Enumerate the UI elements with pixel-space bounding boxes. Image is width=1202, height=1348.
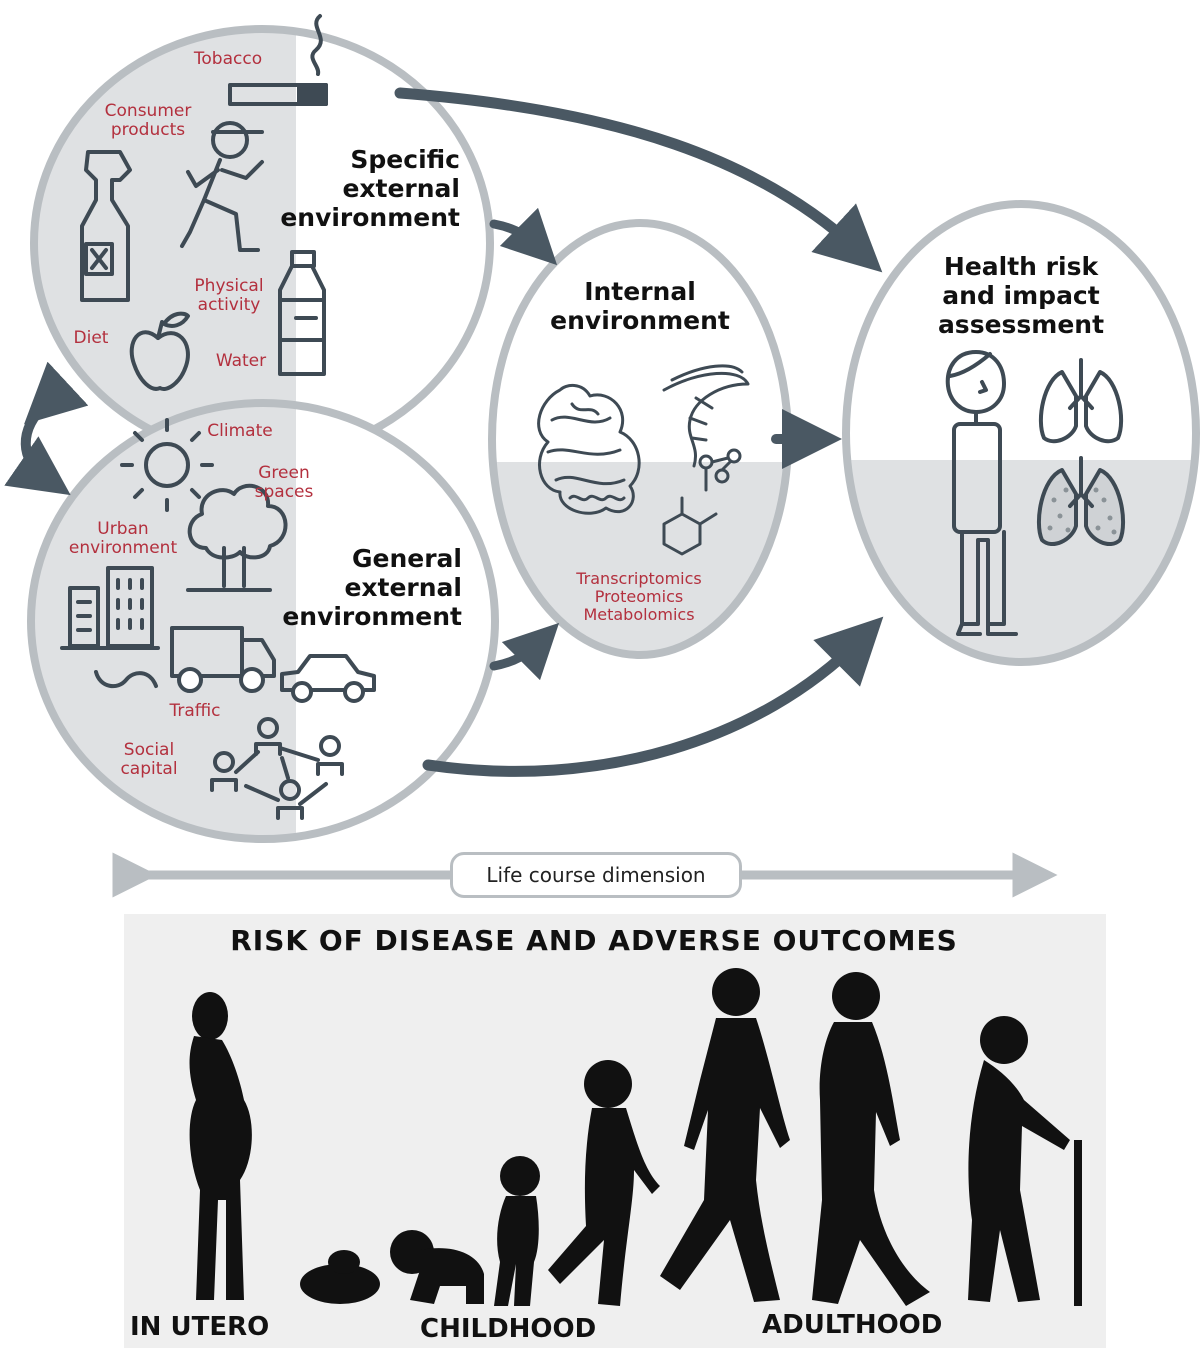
title-general-environment: General external environment (282, 544, 462, 631)
pregnant-woman-silhouette (189, 992, 252, 1300)
crawling-baby-silhouette (390, 1230, 484, 1304)
diseased-lungs-icon (1037, 456, 1125, 546)
label-physical-activity: Physical activity (194, 276, 264, 315)
runner-icon (180, 121, 264, 252)
label-water: Water (215, 351, 267, 371)
label-tobacco: Tobacco (193, 49, 263, 69)
arrow-general-to-internal (489, 622, 560, 681)
person-icon (945, 350, 1018, 636)
title-internal-environment: Internal environment (550, 277, 730, 335)
apple-icon (129, 311, 190, 391)
arrow-specific-general-bidirectional (4, 361, 89, 496)
child-silhouette (548, 1060, 660, 1306)
life-course-label: Life course dimension (450, 852, 742, 898)
buildings-icon (60, 566, 160, 650)
label-urban-environment: Urban environment (68, 519, 178, 558)
stage-childhood: CHILDHOOD (420, 1314, 597, 1344)
arrow-specific-to-health (394, 87, 883, 273)
bottom-panel-title: RISK OF DISEASE AND ADVERSE OUTCOMES (230, 924, 958, 957)
title-health-risk: Health risk and impact assessment (937, 252, 1105, 339)
infant-silhouette (300, 1250, 380, 1304)
label-green-spaces: Green spaces (254, 463, 314, 502)
toddler-silhouette (494, 1156, 540, 1306)
arrow-specific-to-internal (489, 207, 558, 266)
specific-environment-circle (30, 25, 494, 461)
adult-man-silhouette (660, 968, 790, 1302)
arrow-general-to-health (422, 616, 884, 777)
flow-arrows (4, 87, 884, 777)
health-risk-circle (842, 200, 1200, 666)
label-social-capital: Social capital (120, 740, 178, 779)
label-omics: Transcriptomics Proteomics Metabolomics (576, 569, 702, 624)
social-network-icon (210, 717, 344, 820)
stage-adulthood: ADULTHOOD (762, 1310, 943, 1340)
label-diet: Diet (73, 328, 109, 348)
molecule-icon (662, 496, 718, 556)
cigarette-icon (228, 14, 328, 106)
dna-icon (662, 364, 750, 492)
spray-bottle-icon (80, 150, 132, 302)
label-climate: Climate (207, 421, 273, 441)
protein-icon (537, 384, 641, 515)
label-traffic: Traffic (169, 701, 221, 721)
stage-in-utero: IN UTERO (130, 1312, 270, 1342)
tree-icon (186, 484, 288, 592)
truck-icon (170, 626, 276, 693)
elderly-man-with-cane-silhouette (968, 1016, 1082, 1306)
sun-icon (120, 418, 214, 512)
water-bottle-icon (278, 250, 326, 376)
healthy-lungs-icon (1038, 358, 1124, 444)
older-man-silhouette (812, 972, 930, 1306)
label-consumer-products: Consumer products (104, 101, 192, 140)
road-icon (94, 670, 158, 689)
car-icon (280, 654, 376, 703)
title-specific-environment: Specific external environment (280, 145, 460, 232)
